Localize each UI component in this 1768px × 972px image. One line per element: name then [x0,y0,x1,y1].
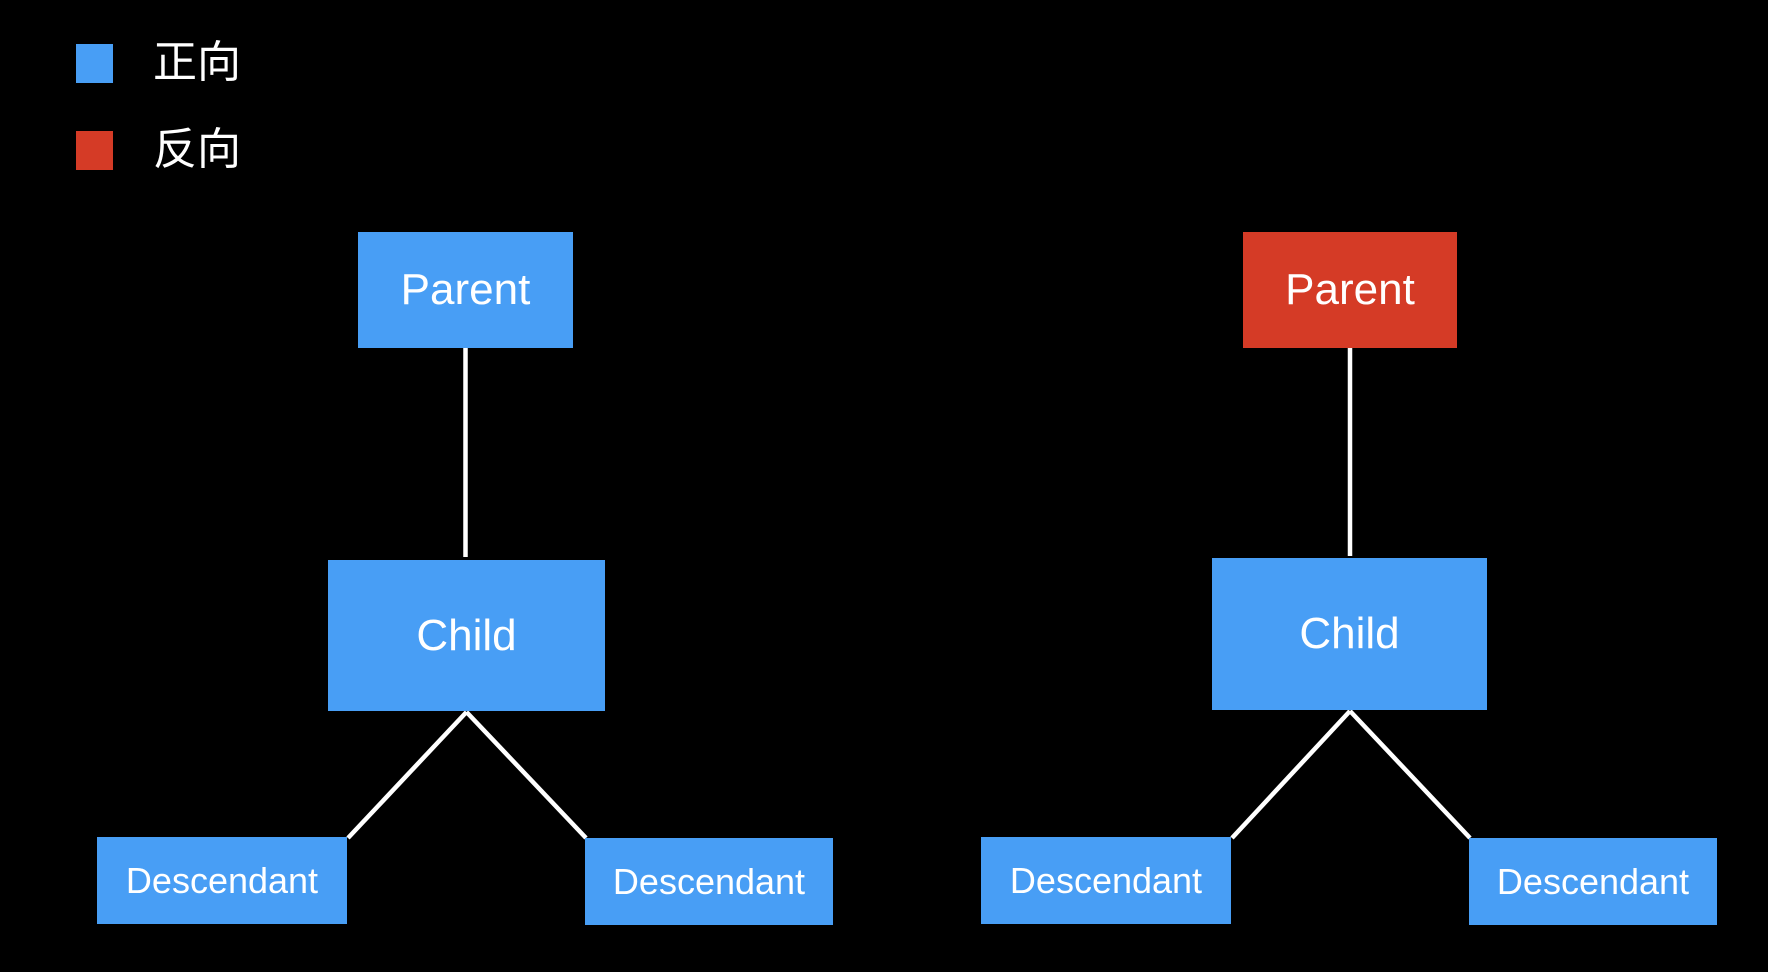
reverse-descendant-right-label: Descendant [1496,860,1690,902]
forward-descendant-left-node: Descendant [97,837,347,924]
legend-item-reverse: 反向 [76,125,241,174]
forward-child-descendant-right-connector [464,710,588,840]
reverse-descendant-left-node: Descendant [981,837,1231,924]
reverse-descendant-left-label: Descendant [1009,859,1203,901]
forward-parent-label: Parent [400,265,531,314]
forward-descendant-right-label: Descendant [612,860,806,902]
legend-item-forward: 正向 [76,38,241,87]
reverse-parent-label: Parent [1285,265,1415,314]
legend-label-reverse: 反向 [153,125,241,174]
forward-child-label: Child [416,610,517,660]
reverse-child-descendant-right-connector [1348,709,1472,840]
forward-color-swatch [76,43,113,83]
reverse-child-node: Child [1212,558,1487,710]
reverse-color-swatch [76,130,113,170]
forward-descendant-left-label: Descendant [125,859,319,901]
reverse-parent-node: Parent [1243,232,1457,348]
legend-label-forward: 正向 [153,38,241,87]
reverse-child-descendant-left-connector [1230,709,1352,840]
forward-descendant-right-node: Descendant [585,838,833,925]
reverse-child-label: Child [1299,609,1400,658]
forward-child-descendant-left-connector [346,710,469,840]
reverse-descendant-right-node: Descendant [1469,838,1717,925]
forward-parent-node: Parent [358,232,573,348]
forward-child-node: Child [328,560,605,711]
